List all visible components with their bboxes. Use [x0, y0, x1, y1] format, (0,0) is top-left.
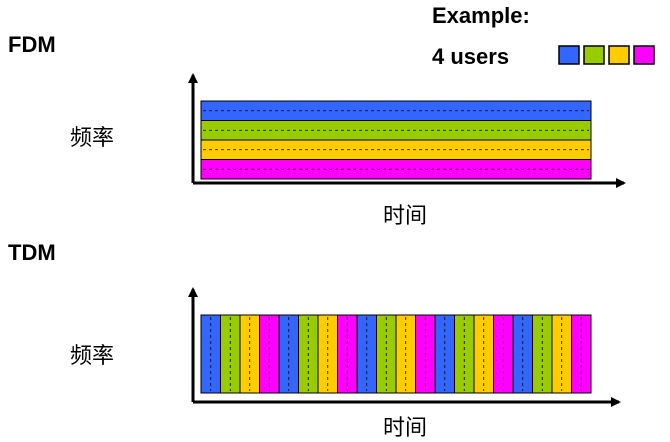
tdm-ylabel: 频率 — [70, 344, 115, 369]
legend-swatch-user-1 — [558, 45, 580, 65]
fdm-xlabel: 时间 — [383, 204, 428, 229]
tdm-xlabel: 时间 — [383, 416, 428, 441]
fdm-ylabel: 频率 — [70, 126, 115, 151]
tdm-time-slots — [200, 314, 592, 394]
fdm-frequency-bands — [200, 100, 592, 180]
example-title: Example: — [432, 3, 530, 28]
legend-swatch-user-4 — [633, 45, 655, 65]
tdm-title: TDM — [8, 240, 56, 265]
users-label: 4 users — [432, 44, 510, 69]
fdm-title: FDM — [8, 32, 56, 57]
legend-swatch-user-2 — [583, 45, 605, 65]
legend-swatch-user-3 — [608, 45, 630, 65]
user-color-legend — [558, 45, 655, 65]
